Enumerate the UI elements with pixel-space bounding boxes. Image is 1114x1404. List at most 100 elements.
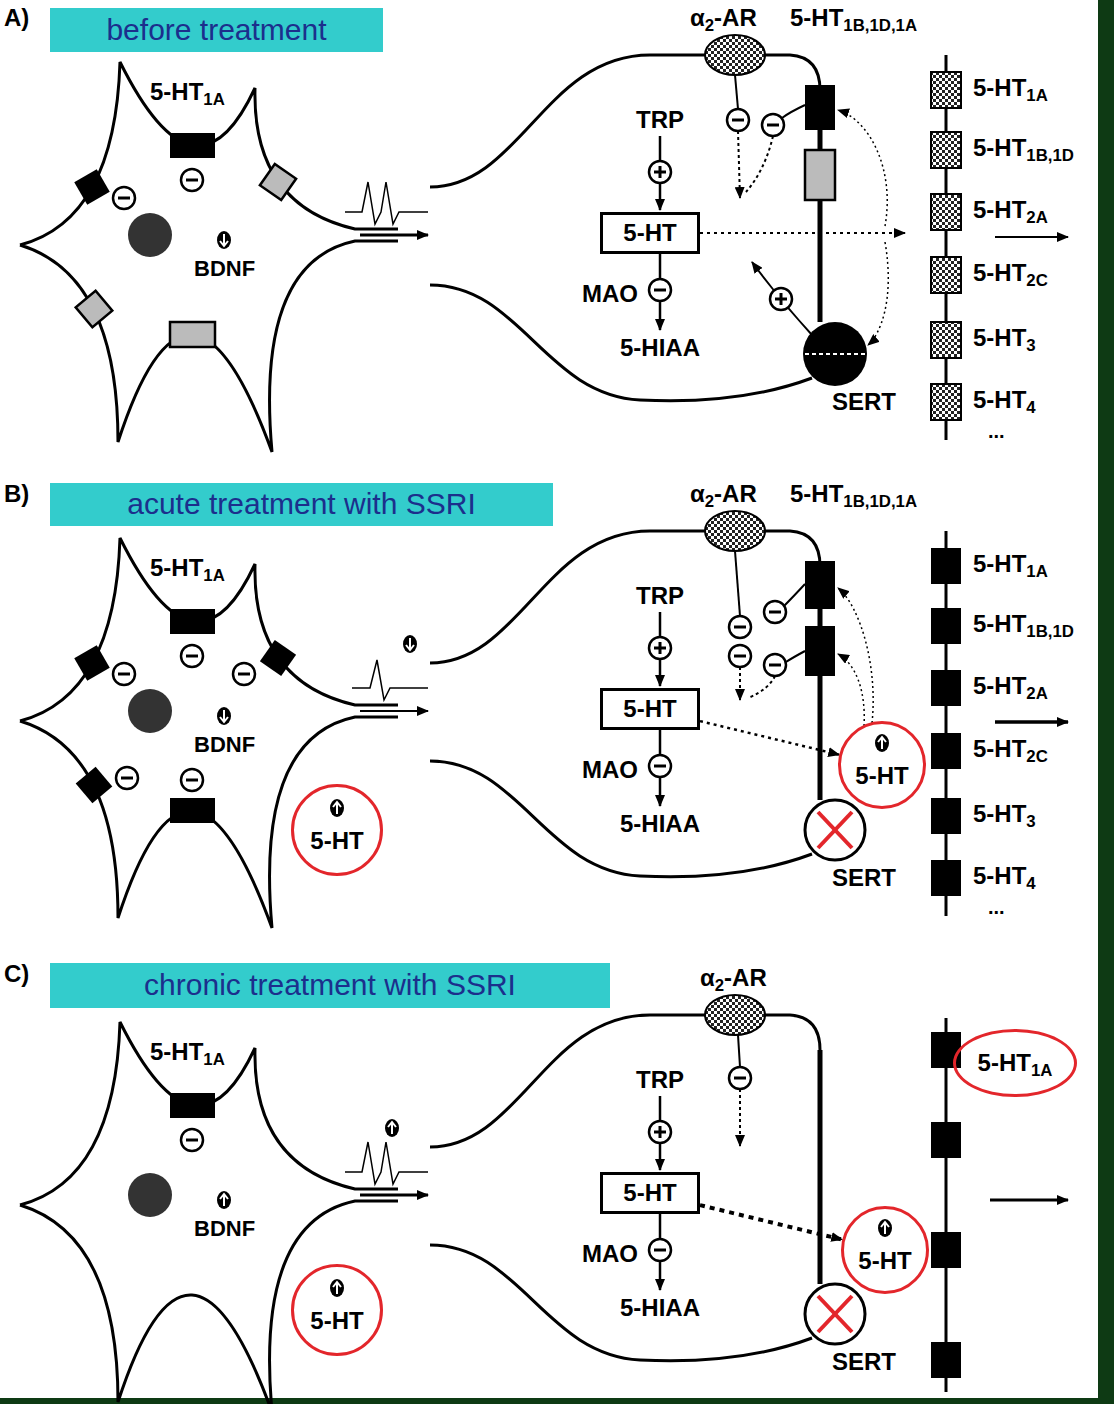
sert-blocked bbox=[805, 1284, 865, 1344]
part-label: 5-HT4 bbox=[973, 862, 1036, 890]
part-label: 5-HT1B,1D bbox=[973, 610, 1074, 638]
subscript: 1A bbox=[1031, 1061, 1052, 1080]
somatic-receptors bbox=[113, 187, 135, 209]
subscript: 2 bbox=[715, 976, 724, 995]
feedback bbox=[786, 651, 805, 662]
feedback bbox=[752, 262, 812, 335]
part-label: 5-HT1A bbox=[150, 554, 225, 582]
subscript: 1A bbox=[1026, 86, 1047, 105]
receptor-column bbox=[931, 1342, 961, 1378]
feedback bbox=[735, 75, 738, 109]
somatic-receptors bbox=[74, 133, 296, 347]
somatic-receptors bbox=[181, 645, 203, 667]
somatic-receptors bbox=[74, 645, 110, 681]
receptor-column bbox=[931, 1032, 961, 1068]
part-label: BDNF bbox=[194, 256, 255, 281]
axon-arrow bbox=[360, 1194, 428, 1197]
receptor-column bbox=[945, 531, 948, 916]
node-text: 5-HT bbox=[623, 695, 676, 723]
receptor-column bbox=[945, 55, 948, 440]
axon-arrow bbox=[360, 710, 428, 712]
receptor-column bbox=[931, 132, 961, 168]
subscript: 2A bbox=[1026, 208, 1047, 227]
highlight-circle: 5-HT bbox=[841, 1206, 929, 1294]
part-label: 5-HT3 bbox=[973, 800, 1036, 828]
subscript: 1B,1D,1A bbox=[843, 492, 917, 511]
receptor-column bbox=[931, 670, 961, 706]
part-label: 5-HT3 bbox=[973, 324, 1036, 352]
part-label: 5-HT2C bbox=[973, 259, 1048, 287]
node-text: before treatment bbox=[106, 13, 326, 48]
subscript: 4 bbox=[1026, 398, 1035, 417]
panel-chronic bbox=[20, 995, 1068, 1404]
part-label: α2-AR bbox=[690, 480, 757, 508]
subscript: 3 bbox=[1026, 812, 1035, 831]
feedback bbox=[838, 654, 864, 726]
autoreceptor bbox=[805, 85, 835, 130]
level-arrow bbox=[330, 1279, 344, 1297]
nucleus bbox=[128, 213, 172, 257]
level-arrow bbox=[330, 799, 344, 817]
terminal bbox=[430, 55, 820, 401]
release-arrow bbox=[700, 721, 839, 755]
neuron-soma bbox=[20, 62, 398, 452]
part-label: TRP bbox=[636, 582, 684, 610]
level-arrow bbox=[217, 707, 231, 725]
feedback bbox=[729, 645, 751, 667]
feedback bbox=[700, 75, 905, 345]
panel-title: before treatment bbox=[50, 8, 383, 52]
somatic-receptors bbox=[170, 133, 215, 158]
axon-arrow bbox=[360, 234, 428, 237]
node-text: 5-HT bbox=[623, 219, 676, 247]
node-text: 5-HT bbox=[310, 827, 363, 855]
subscript: 2 bbox=[705, 16, 714, 35]
receptor-column bbox=[995, 236, 1068, 238]
alpha2-receptor bbox=[705, 995, 765, 1035]
part-label: α2-AR bbox=[700, 964, 767, 992]
part-label: 5-HT4 bbox=[973, 386, 1036, 414]
release-arrow bbox=[700, 1205, 842, 1240]
node-text: acute treatment with SSRI bbox=[127, 487, 476, 522]
node-text: 5-HT bbox=[623, 1179, 676, 1207]
sert-blocked bbox=[805, 800, 865, 860]
part-label: 5-HIAA bbox=[620, 810, 700, 838]
feedback bbox=[764, 654, 786, 676]
part-label: 5-HT2A bbox=[973, 672, 1048, 700]
somatic-receptors bbox=[116, 767, 138, 789]
part-label: SERT bbox=[832, 864, 896, 892]
receptor-column bbox=[931, 1232, 961, 1268]
level-arrow bbox=[403, 635, 417, 653]
part-label: 5-HT1B,1D,1A bbox=[790, 4, 917, 32]
node-text: 5-HT bbox=[310, 1307, 363, 1335]
autoreceptor bbox=[805, 626, 835, 676]
membrane bbox=[818, 1050, 823, 1284]
receptor-column bbox=[931, 55, 1068, 440]
highlight-circle: 5-HT bbox=[291, 784, 383, 876]
subscript: 1A bbox=[1026, 562, 1047, 581]
receptor-column bbox=[931, 548, 961, 584]
subscript: 2 bbox=[705, 492, 714, 511]
highlight-circle: 5-HT bbox=[838, 721, 926, 809]
part-label: B) bbox=[4, 480, 29, 508]
subscript: 2C bbox=[1026, 271, 1047, 290]
somatic-receptors bbox=[260, 640, 296, 676]
receptor-column bbox=[945, 1018, 948, 1392]
receptor-column bbox=[931, 1018, 1068, 1392]
feedback bbox=[746, 136, 773, 192]
feedback bbox=[838, 588, 873, 723]
level-arrow bbox=[385, 1119, 399, 1137]
node-text: 5-HT bbox=[858, 1247, 911, 1275]
nucleus bbox=[128, 1173, 172, 1217]
feedback bbox=[838, 110, 887, 226]
feedback bbox=[729, 616, 751, 638]
part-label: MAO bbox=[582, 1240, 638, 1268]
feedback bbox=[729, 1067, 751, 1089]
part-label: TRP bbox=[636, 1066, 684, 1094]
part-label: SERT bbox=[832, 1348, 896, 1376]
part-label: 5-HT2C bbox=[973, 735, 1048, 763]
subscript: 1B,1D bbox=[1026, 146, 1074, 165]
alpha2-receptor bbox=[705, 35, 765, 75]
action-potential bbox=[352, 660, 428, 700]
feedback bbox=[764, 601, 786, 623]
part-label: 5-HT1A bbox=[150, 1038, 225, 1066]
